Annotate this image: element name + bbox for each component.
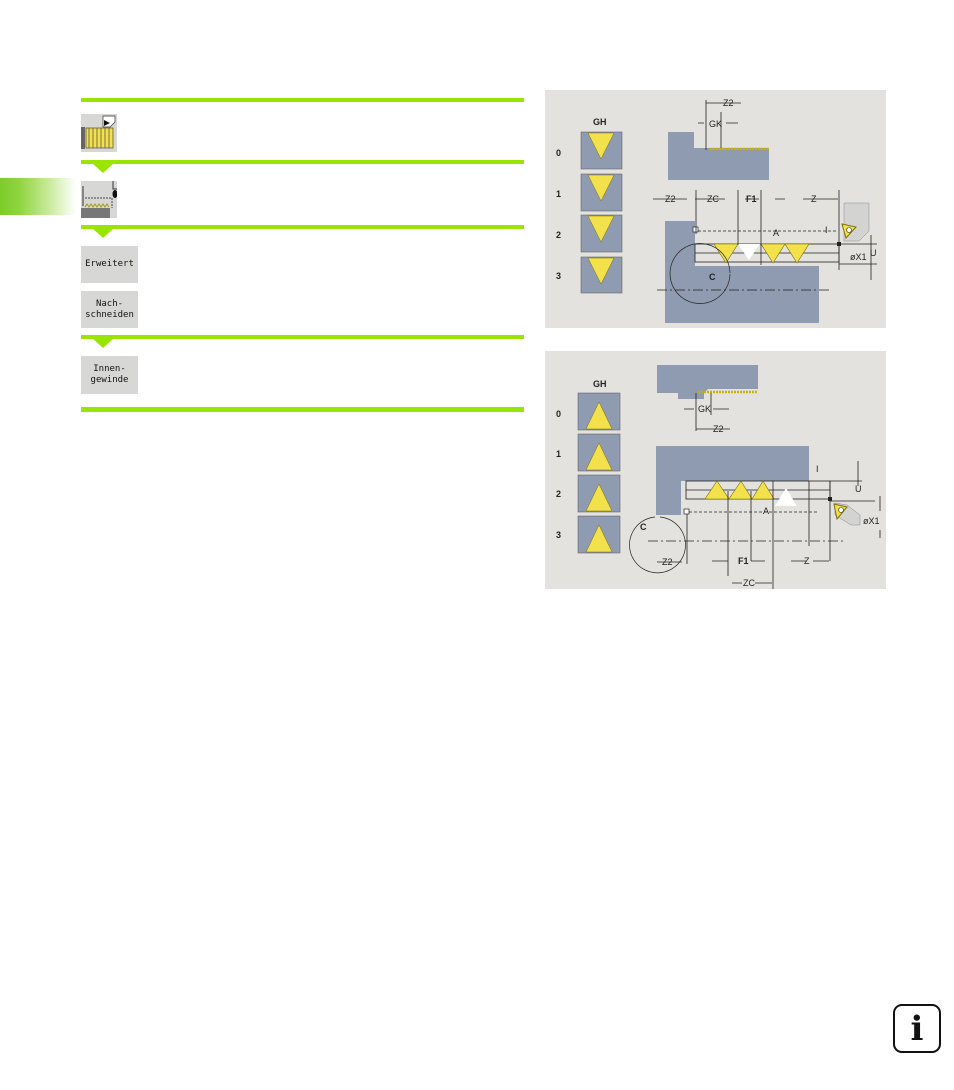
thread-detail-top: Z2 GK <box>668 98 769 180</box>
thread-single-path-icon <box>81 181 118 218</box>
divider <box>81 160 524 164</box>
svg-text:Z2: Z2 <box>723 98 734 108</box>
divider <box>81 98 524 102</box>
recut-softkey[interactable]: Nach- schneiden <box>81 291 138 328</box>
svg-text:0: 0 <box>556 148 561 158</box>
thread-main: Z2 ZC F1 Z A I øX1 U C <box>653 190 877 323</box>
svg-text:ZC: ZC <box>707 194 719 204</box>
svg-text:3: 3 <box>556 530 561 540</box>
svg-text:1: 1 <box>556 189 561 199</box>
svg-text:A: A <box>763 506 769 516</box>
gh-options: 0 1 2 3 <box>556 392 621 554</box>
svg-text:U: U <box>855 484 862 494</box>
svg-text:1: 1 <box>556 449 561 459</box>
svg-text:øX1: øX1 <box>863 516 880 526</box>
svg-text:2: 2 <box>556 230 561 240</box>
divider <box>81 407 524 412</box>
svg-text:3: 3 <box>556 271 561 281</box>
svg-text:Z2: Z2 <box>713 424 724 434</box>
svg-text:GK: GK <box>709 119 722 129</box>
thread-detail-top: GK Z2 <box>657 365 758 434</box>
arrow-down-icon <box>92 228 114 238</box>
svg-text:F1: F1 <box>738 556 749 566</box>
internal-thread-softkey[interactable]: Innen- gewinde <box>81 356 138 394</box>
thread-cycle-icon <box>81 114 117 152</box>
svg-text:GK: GK <box>698 404 711 414</box>
info-icon: i <box>893 1004 941 1053</box>
gh-options: 0 1 2 3 <box>556 131 623 294</box>
arrow-down-icon <box>92 338 114 348</box>
thread-main: Z2 F1 Z ZC A I U øX1 C <box>629 446 881 596</box>
arrow-down-icon <box>92 163 114 173</box>
svg-text:0: 0 <box>556 409 561 419</box>
svg-text:Z: Z <box>811 194 817 204</box>
gh-label: GH <box>593 379 607 389</box>
svg-text:C: C <box>709 272 716 282</box>
svg-text:ZC: ZC <box>743 578 755 588</box>
svg-text:2: 2 <box>556 489 561 499</box>
svg-text:I: I <box>816 464 819 474</box>
extended-softkey[interactable]: Erweitert <box>81 246 138 283</box>
svg-text:Z: Z <box>804 556 810 566</box>
svg-text:Z2: Z2 <box>665 194 676 204</box>
divider <box>81 225 524 229</box>
internal-thread-diagram: GH 0 1 2 3 GK Z2 Z2 F1 Z ZC A I U øX1 C <box>545 351 886 596</box>
chapter-tab <box>0 178 76 215</box>
svg-text:Z2: Z2 <box>662 557 673 567</box>
svg-text:I: I <box>825 225 828 235</box>
svg-text:A: A <box>773 228 779 238</box>
svg-text:øX1: øX1 <box>850 252 867 262</box>
gh-label: GH <box>593 117 607 127</box>
svg-text:F1: F1 <box>746 194 757 204</box>
divider <box>81 335 524 339</box>
external-thread-diagram: GH 0 1 2 3 Z2 GK Z2 ZC F1 Z A I øX1 U C <box>545 90 886 328</box>
svg-text:U: U <box>870 248 877 258</box>
svg-text:C: C <box>640 522 647 532</box>
